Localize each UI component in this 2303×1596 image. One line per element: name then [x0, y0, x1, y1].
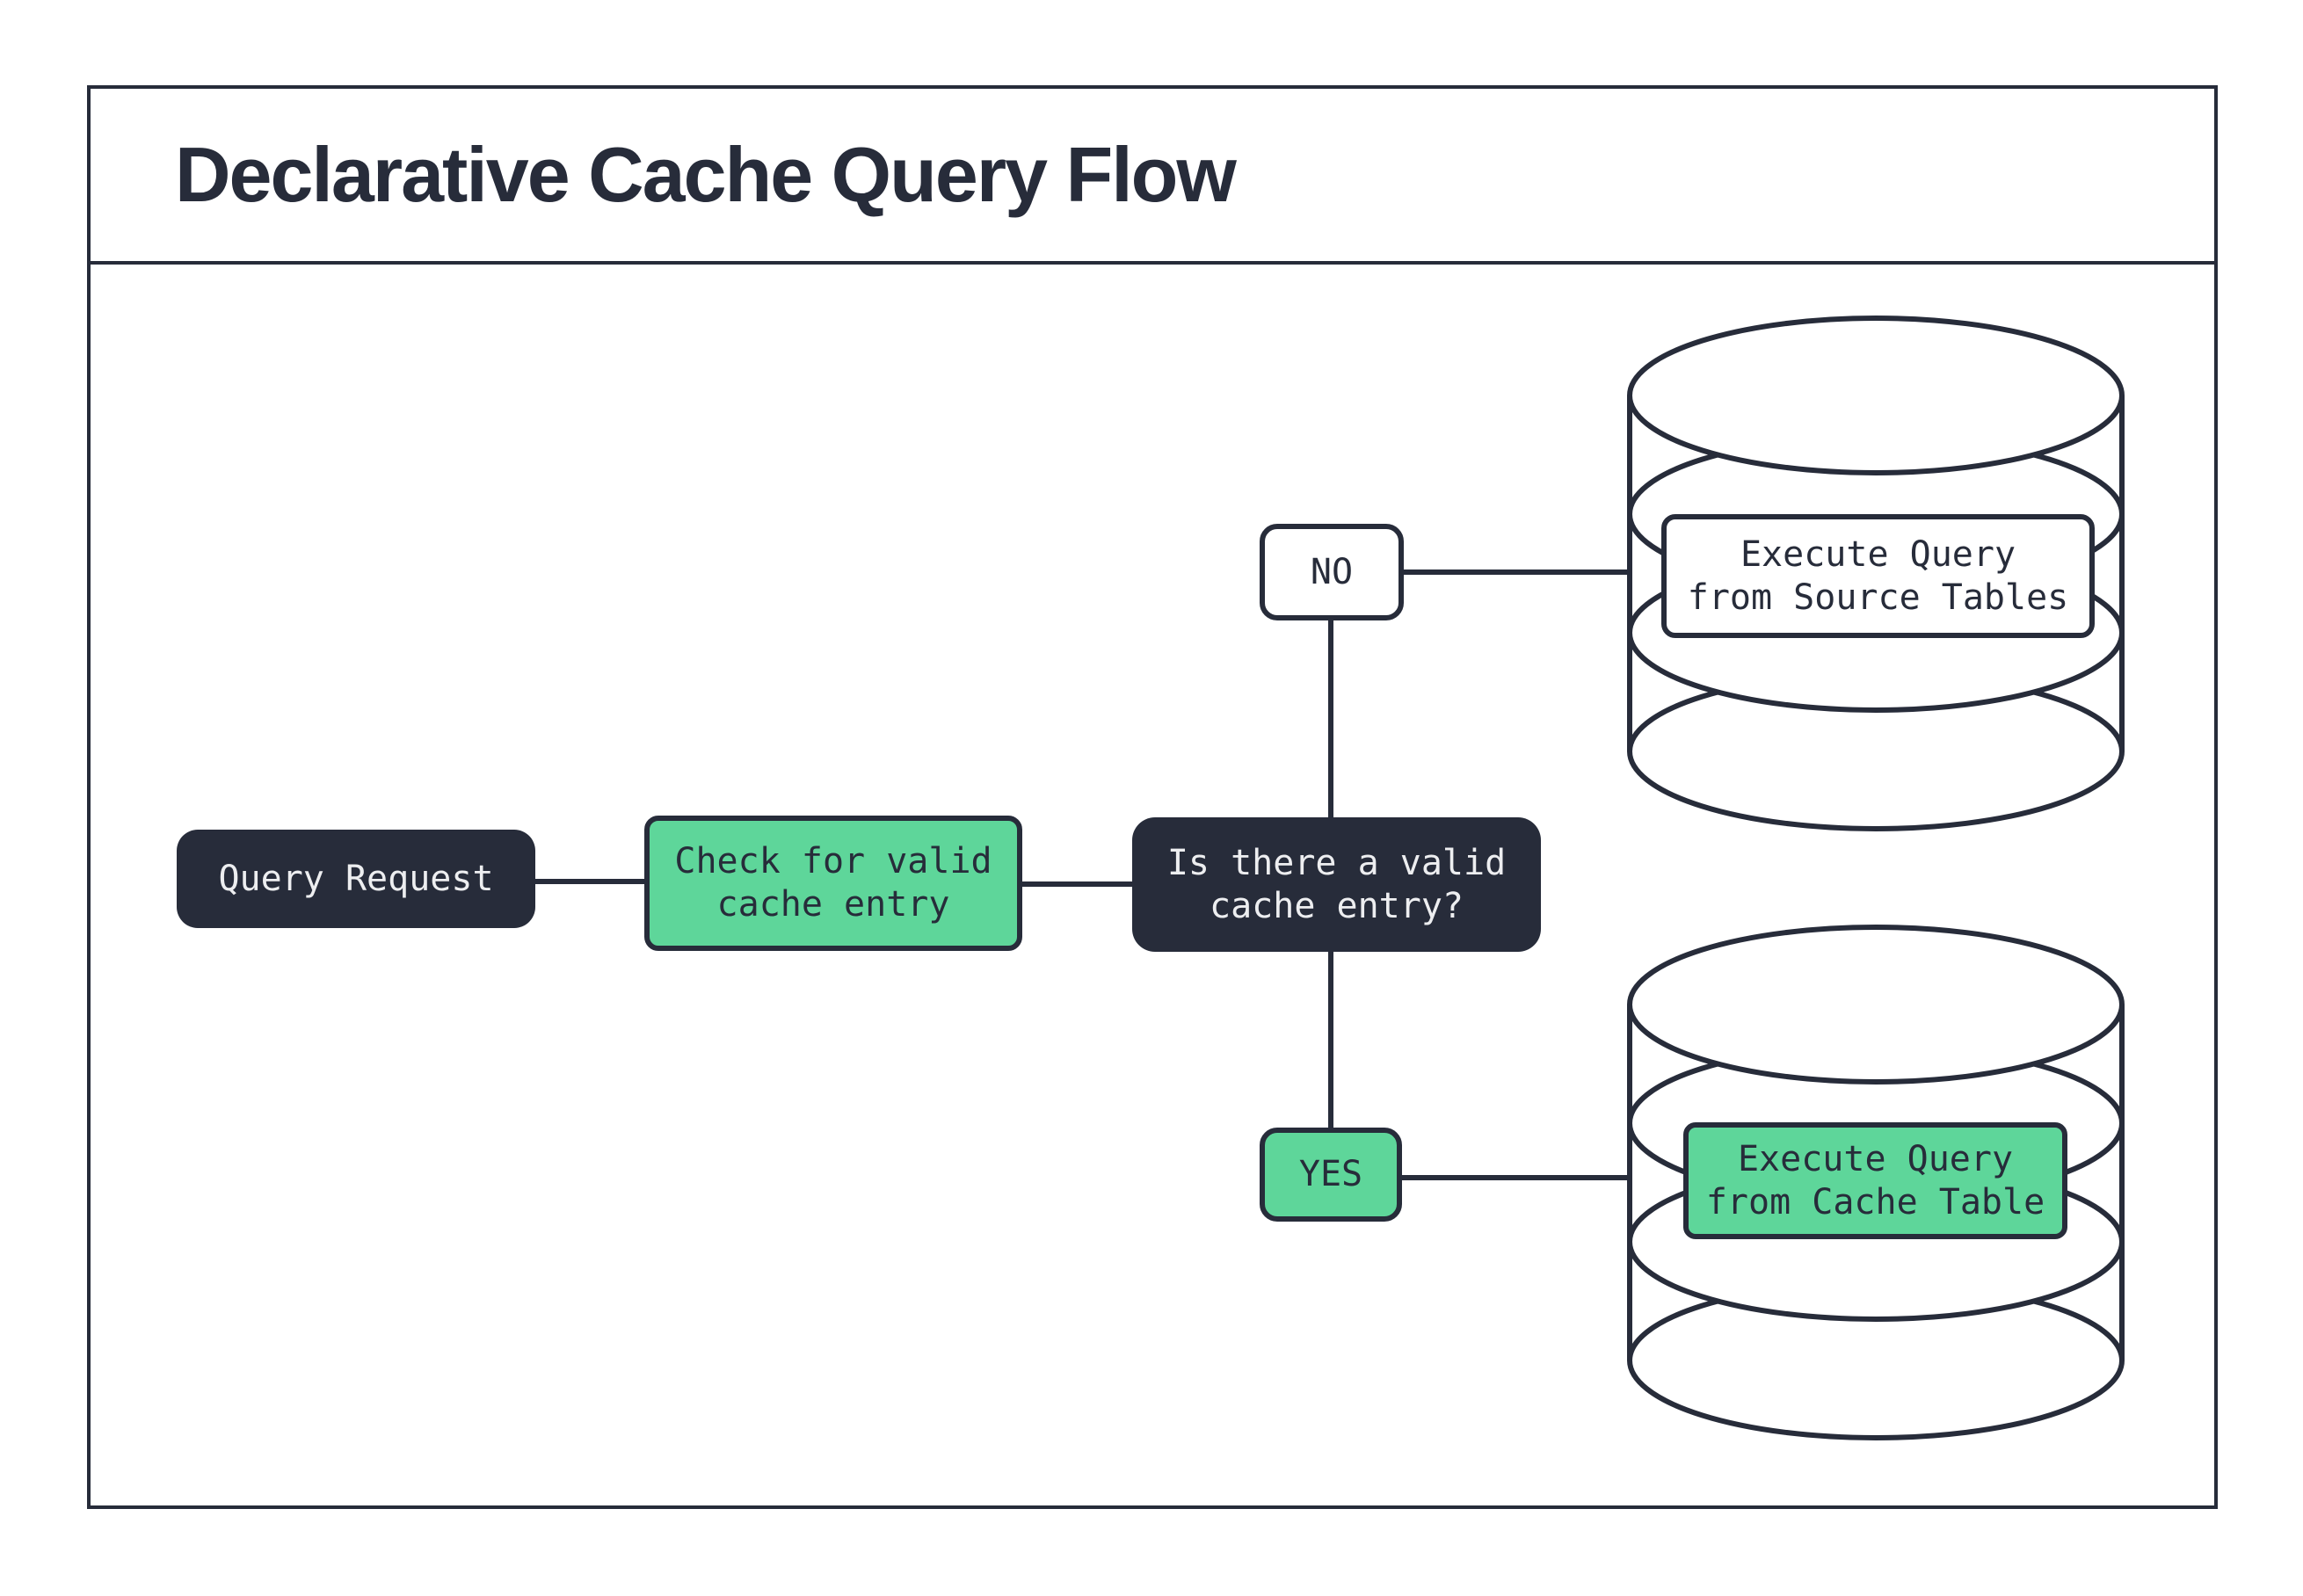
node-query-request: Query Request — [177, 830, 535, 928]
diagram-frame: Declarative Cache Query Flow — [87, 85, 2218, 1509]
node-execute-query-source: Execute Query from Source Tables — [1661, 514, 2095, 638]
node-yes-branch: YES — [1260, 1128, 1402, 1222]
node-yes-branch-label: YES — [1298, 1154, 1363, 1195]
node-execute-query-cache: Execute Query from Cache Table — [1683, 1122, 2067, 1239]
node-execute-query-cache-label: Execute Query from Cache Table — [1705, 1138, 2045, 1222]
node-decision-label: Is there a valid cache entry? — [1166, 842, 1507, 926]
node-check-cache: Check for valid cache entry — [644, 816, 1022, 951]
node-execute-query-source-label: Execute Query from Source Tables — [1687, 533, 2069, 618]
page-title: Declarative Cache Query Flow — [175, 131, 1237, 218]
node-no-branch: NO — [1260, 524, 1404, 620]
node-query-request-label: Query Request — [218, 858, 494, 899]
title-bar: Declarative Cache Query Flow — [91, 89, 2214, 265]
node-no-branch-label: NO — [1310, 551, 1354, 592]
node-decision: Is there a valid cache entry? — [1132, 817, 1541, 952]
node-check-cache-label: Check for valid cache entry — [674, 841, 992, 925]
